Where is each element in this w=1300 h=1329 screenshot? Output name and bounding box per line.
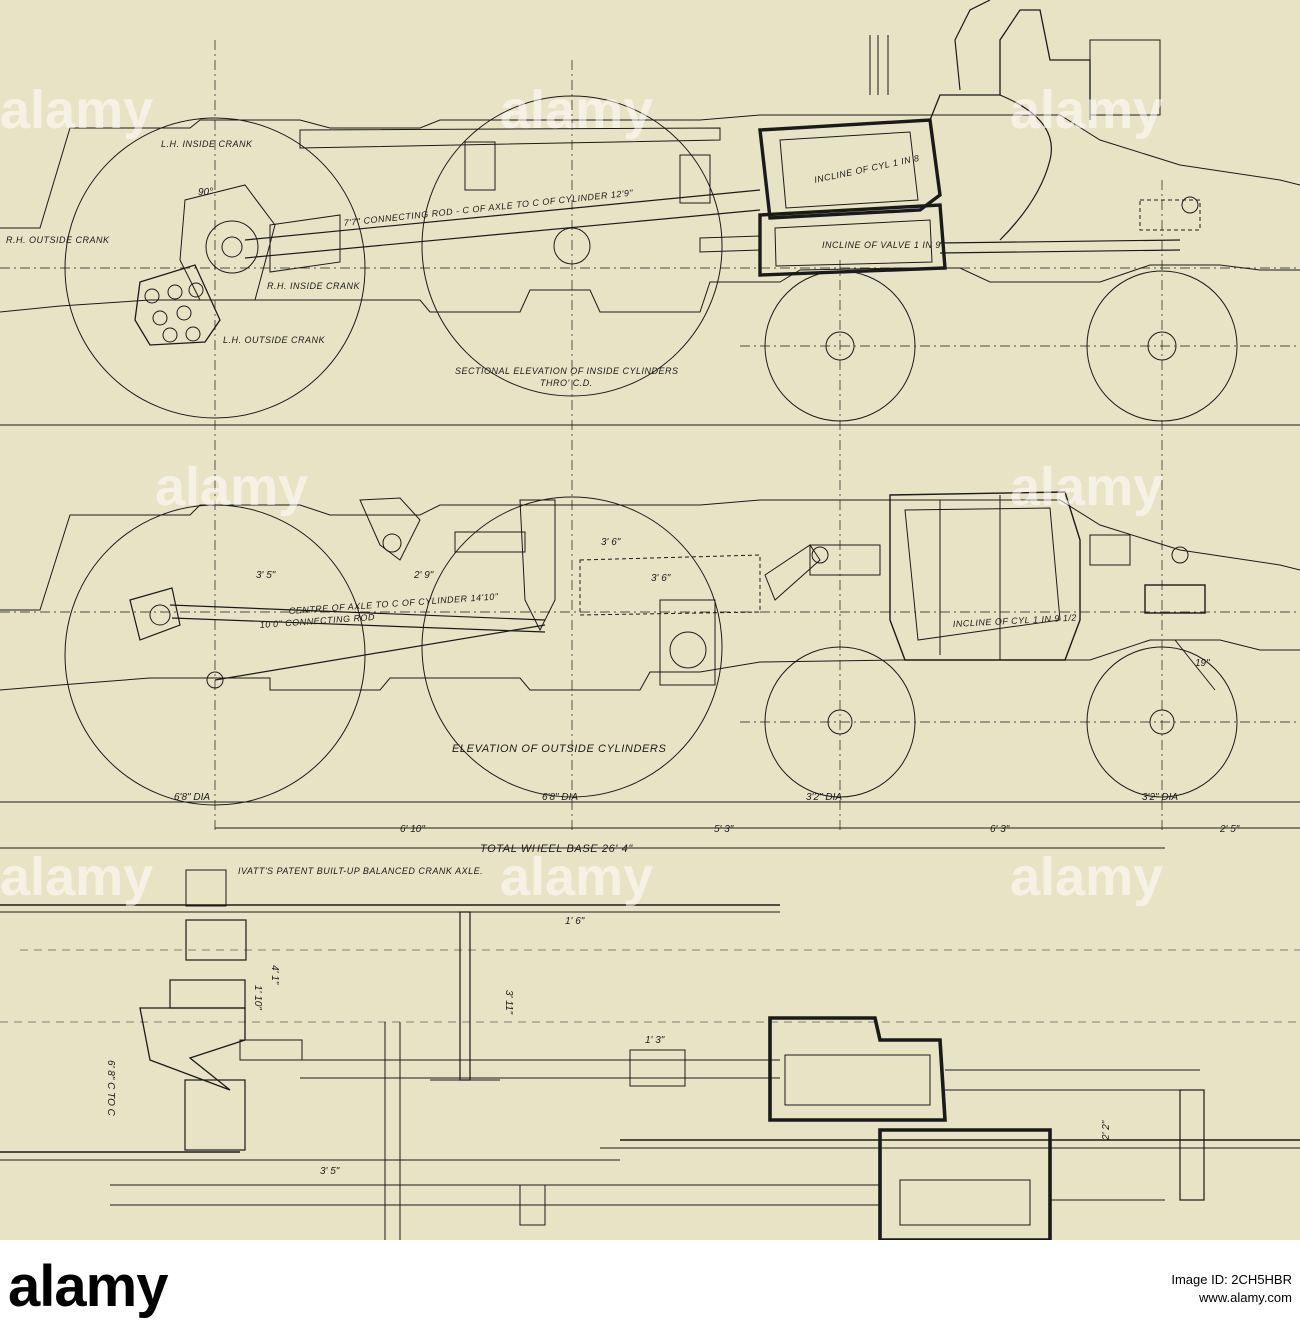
- brand-logo[interactable]: alamy: [8, 1253, 168, 1320]
- bottom-panel: [0, 869, 1300, 1240]
- label-dim-2-9: 2' 9": [413, 570, 434, 581]
- label-span-2: 5' 3": [714, 824, 734, 835]
- label-lh-outside-crank: L.H. OUTSIDE CRANK: [223, 335, 326, 345]
- watermark: alamy: [1010, 847, 1163, 907]
- label-wheel-dia-1: 6'8" DIA: [174, 792, 210, 803]
- label-total-wheel-base: TOTAL WHEEL BASE 26' 4": [480, 843, 633, 855]
- top-panel: [0, 0, 1300, 830]
- watermark: alamy: [500, 847, 653, 907]
- watermark: alamy: [155, 457, 308, 517]
- watermark: alamy: [1010, 80, 1163, 140]
- label-wheel-dia-4: 3'2" DIA: [1142, 792, 1178, 803]
- label-dim-2-2: 2' 2": [1101, 1120, 1112, 1141]
- label-section-title-1: SECTIONAL ELEVATION OF INSIDE CYLINDERS: [455, 366, 679, 376]
- label-dim-6-8: 6' 8" C TO C: [105, 1060, 116, 1117]
- site-url[interactable]: www.alamy.com: [1199, 1290, 1292, 1305]
- label-rh-inside-crank: R.H. INSIDE CRANK: [267, 281, 361, 291]
- label-rh-outside-crank: R.H. OUTSIDE CRANK: [6, 235, 110, 245]
- label-wheel-dia-2: 6'8" DIA: [542, 792, 578, 803]
- engineering-drawing: L.H. INSIDE CRANK R.H. OUTSIDE CRANK R.H…: [0, 0, 1300, 1240]
- label-span-3: 6' 3": [990, 824, 1010, 835]
- label-outside-title: ELEVATION OF OUTSIDE CYLINDERS: [452, 743, 666, 755]
- label-section-title-2: THRO' C.D.: [540, 378, 593, 388]
- label-dim-90: 90°: [198, 187, 213, 198]
- image-id-block: Image ID: 2CH5HBR www.alamy.com: [1171, 1271, 1292, 1307]
- label-dim-1-10: 1' 10": [252, 985, 263, 1010]
- label-dim-4-1: 4' 1": [269, 965, 280, 985]
- label-dim-3-6: 3' 6": [601, 537, 621, 548]
- brand-text: alamy: [8, 1254, 168, 1319]
- label-dim-3-5-mid: 3' 5": [256, 570, 276, 581]
- label-incline-valve: INCLINE OF VALVE 1 IN 9: [822, 240, 941, 250]
- label-wheel-dia-3: 3'2" DIA: [806, 792, 842, 803]
- footer-bar: [0, 1240, 1300, 1329]
- label-dim-1-3: 1' 3": [645, 1035, 665, 1046]
- label-span-1: 6' 10": [400, 824, 425, 835]
- label-crank-axle-title: IVATT'S PATENT BUILT-UP BALANCED CRANK A…: [238, 866, 483, 876]
- middle-panel: [0, 491, 1300, 849]
- watermark-layer: alamy alamy alamy alamy alamy alamy alam…: [0, 80, 1163, 907]
- label-dim-3-6b: 3' 6": [651, 573, 671, 584]
- label-span-4: 2' 5": [1219, 824, 1240, 835]
- watermark: alamy: [1010, 457, 1163, 517]
- label-dim-3-5-low: 3' 5": [320, 1166, 340, 1177]
- label-dim-19: 19": [1195, 658, 1210, 669]
- label-dim-3-11: 3' 11": [503, 990, 514, 1015]
- label-lh-inside-crank: L.H. INSIDE CRANK: [161, 139, 253, 149]
- watermark: alamy: [0, 847, 153, 907]
- label-dim-1-6: 1' 6": [565, 916, 585, 927]
- image-id: Image ID: 2CH5HBR: [1171, 1272, 1292, 1287]
- watermark: alamy: [500, 80, 653, 140]
- driving-wheel-4: [421, 496, 723, 798]
- watermark: alamy: [0, 80, 153, 140]
